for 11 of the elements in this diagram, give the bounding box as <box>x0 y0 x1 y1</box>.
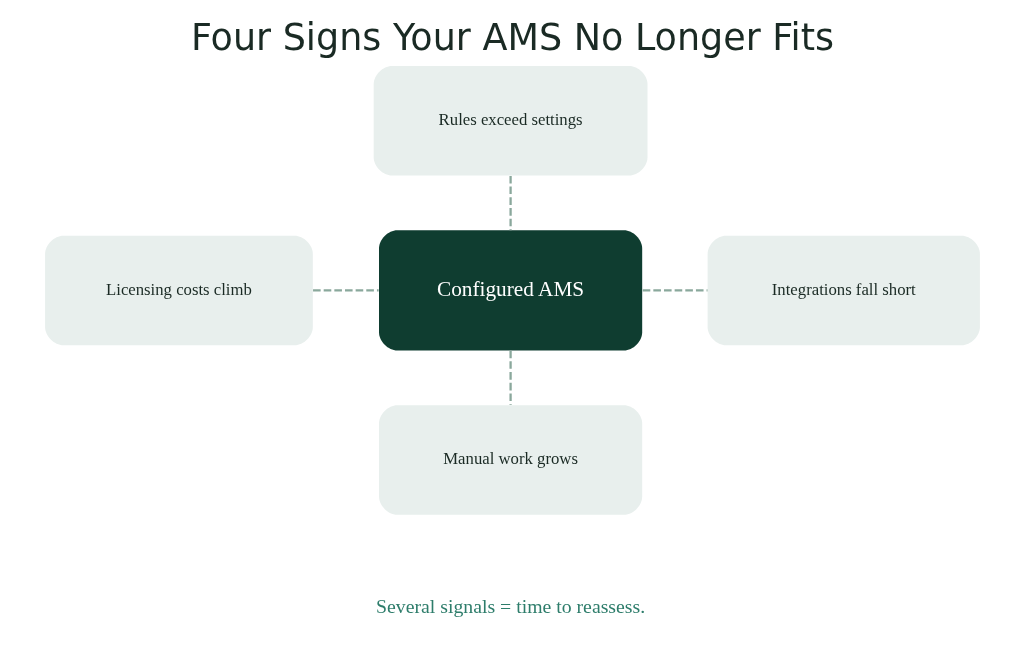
connector <box>312 289 379 292</box>
connector <box>508 350 512 405</box>
node-box: Configured AMS <box>378 230 642 351</box>
node-box: Licensing costs climb <box>44 235 313 346</box>
connector <box>508 175 512 231</box>
node-box: Manual work grows <box>378 405 642 515</box>
node-box: Rules exceed settings <box>373 66 647 176</box>
caption: Several signals = time to reassess. <box>375 594 645 617</box>
diagram-title: Four Signs Your AMS No Longer Fits <box>190 15 834 59</box>
node-box: Integrations fall short <box>707 235 980 346</box>
connector <box>642 289 707 292</box>
